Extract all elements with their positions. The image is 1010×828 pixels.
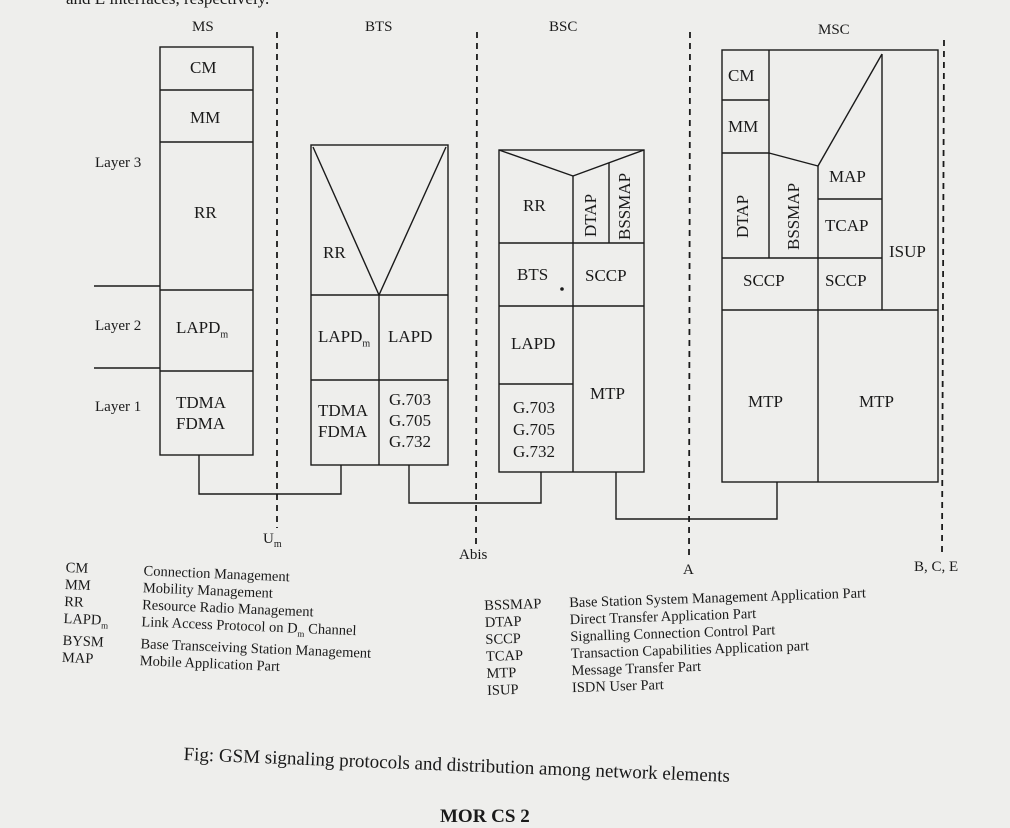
column-label-ms: MS [192, 19, 214, 35]
msc-stack-box [721, 49, 939, 483]
interface-label-a: A [683, 562, 694, 578]
msc-dtap-block: DTAP [733, 194, 752, 238]
bsc-g732-label: G.732 [513, 442, 556, 461]
layer-3-label: Layer 3 [95, 155, 142, 171]
interface-line-abis [475, 31, 478, 545]
msc-cm-block: CM [728, 66, 755, 85]
link-bts-bsc [408, 465, 542, 504]
layer-1-label: Layer 1 [95, 399, 142, 415]
ms-fdma-label: FDMA [176, 414, 226, 433]
msc-sccp-right-block: SCCP [825, 271, 867, 290]
bts-lapd-block: LAPD [388, 327, 433, 346]
bts-g705-label: G.705 [389, 411, 432, 430]
bsc-g705-label: G.705 [513, 420, 556, 439]
ms-rr-block: RR [194, 203, 217, 222]
bsc-rr-block: RR [523, 196, 546, 215]
interface-label-bce: B, C, E [914, 559, 959, 575]
bts-g703-label: G.703 [389, 390, 432, 409]
layer-2-label: Layer 2 [95, 318, 142, 334]
column-label-msc: MSC [818, 22, 850, 38]
msc-mm-block: MM [728, 117, 759, 136]
bts-lapdm-block: LAPDm [318, 327, 371, 350]
ms-cm-block: CM [190, 58, 217, 77]
column-label-bsc: BSC [549, 19, 578, 35]
bts-rr-block: RR [323, 243, 346, 262]
bsc-mtp-block: MTP [590, 384, 625, 403]
msc-bssmap-block: BSSMAP [784, 182, 803, 250]
header-fragment: and E interfaces, respectively. [66, 0, 269, 9]
bsc-lapd-block: LAPD [511, 334, 556, 353]
msc-isup-block: ISUP [889, 242, 926, 261]
bsc-stack-box [498, 149, 645, 473]
bts-fdma-label: FDMA [318, 422, 368, 441]
link-ms-bts [198, 455, 342, 495]
ms-mm-block: MM [190, 108, 221, 127]
interface-label-um: Um [263, 531, 282, 550]
ms-stack-box [159, 46, 254, 456]
msc-sccp-left-block: SCCP [743, 271, 785, 290]
bts-g732-label: G.732 [389, 432, 432, 451]
bsc-g703-label: G.703 [513, 398, 556, 417]
link-bsc-msc [615, 472, 778, 520]
bsc-bssmap-block: BSSMAP [615, 172, 634, 240]
interface-line-a [688, 31, 691, 559]
bts-tdma-label: TDMA [318, 401, 369, 420]
interface-line-bce [941, 39, 945, 553]
bsc-dtap-block: DTAP [581, 193, 600, 237]
column-label-bts: BTS [365, 19, 393, 35]
bsc-sccp-block: SCCP [585, 266, 627, 285]
msc-mtp-right-block: MTP [859, 392, 894, 411]
interface-label-abis: Abis [459, 547, 488, 563]
ms-tdma-label: TDMA [176, 393, 227, 412]
ms-lapdm-block: LAPDm [176, 318, 229, 341]
msc-mtp-left-block: MTP [748, 392, 783, 411]
msc-map-block: MAP [829, 167, 866, 186]
bsc-bts-block: BTS [517, 265, 549, 284]
footer-fragment: MOR CS 2 [440, 806, 530, 827]
msc-tcap-block: TCAP [825, 216, 869, 235]
